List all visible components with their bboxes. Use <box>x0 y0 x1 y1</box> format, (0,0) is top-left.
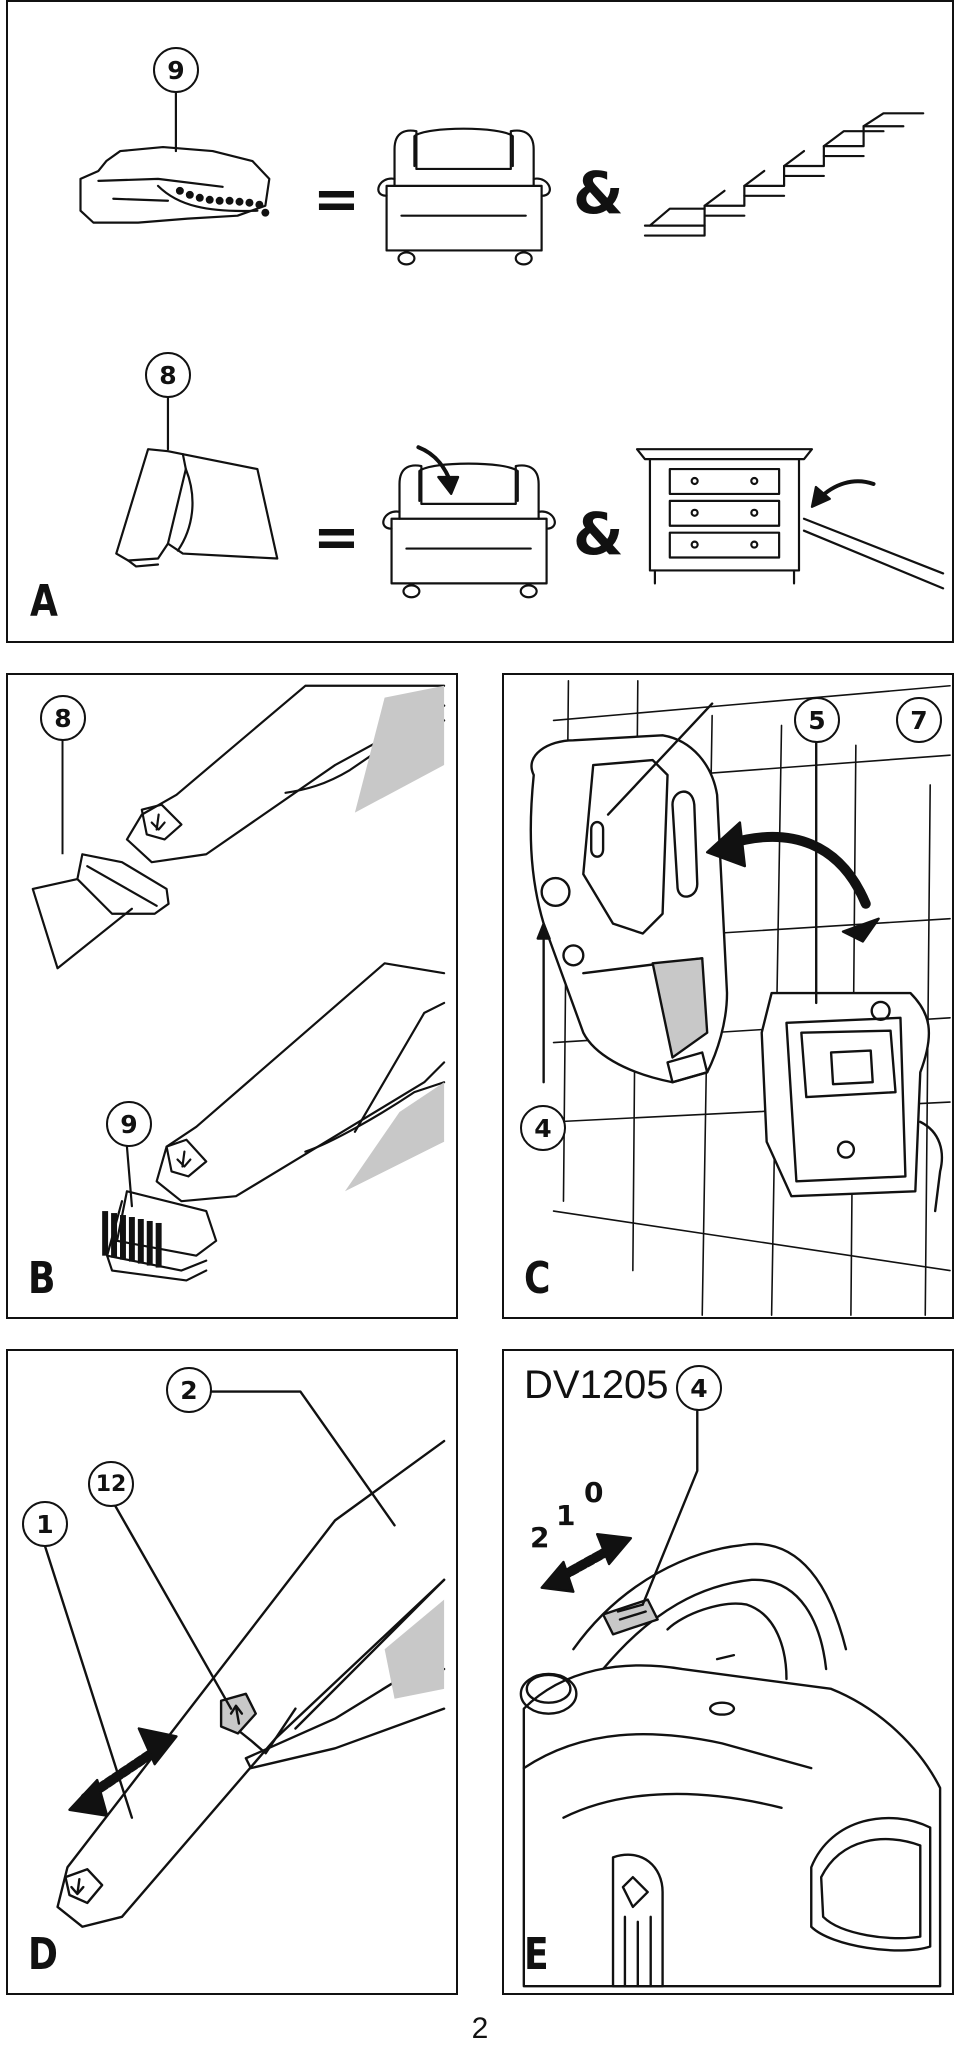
armchair-illustration <box>382 462 556 599</box>
stairs-illustration <box>643 112 925 237</box>
panel-b: 8 9 B <box>6 673 458 1319</box>
panel-label-e: E <box>524 1929 549 1980</box>
panel-label-a: A <box>30 576 58 627</box>
equals-sign: = <box>313 505 360 570</box>
panel-label-c: C <box>524 1253 551 1304</box>
brush-bristles <box>102 1211 162 1268</box>
callout-5: 5 <box>794 697 840 743</box>
speed-label-2: 2 <box>530 1521 550 1554</box>
ampersand: & <box>573 500 624 568</box>
callout-1: 1 <box>22 1501 68 1547</box>
callout-7: 7 <box>896 697 942 743</box>
panel-d: 2 12 1 D <box>6 1349 458 1995</box>
callout-12: 12 <box>88 1461 134 1507</box>
dresser-illustration <box>635 448 945 590</box>
panel-a-drawings <box>79 76 945 599</box>
callout-9: 9 <box>153 47 199 93</box>
callout-4: 4 <box>676 1365 722 1411</box>
callout-4: 4 <box>520 1105 566 1151</box>
panel-e-drawings <box>519 1410 942 1988</box>
callout-9: 9 <box>106 1101 152 1147</box>
brush-bristles <box>175 186 270 217</box>
page-number: 2 <box>471 2012 489 2045</box>
callout-8: 8 <box>145 352 191 398</box>
brush-nozzle-illustration <box>79 145 271 224</box>
panel-b-drawings <box>31 684 446 1282</box>
panel-c: 5 7 4 C <box>502 673 954 1319</box>
crevice-tool-illustration <box>115 448 279 568</box>
panel-label-b: B <box>28 1253 56 1304</box>
model-number: DV1205 <box>524 1363 669 1407</box>
panel-label-d: D <box>28 1929 58 1980</box>
callout-2: 2 <box>166 1367 212 1413</box>
callout-8: 8 <box>40 695 86 741</box>
panel-c-drawings <box>529 680 951 1316</box>
armchair-illustration <box>377 127 551 266</box>
speed-label-0: 0 <box>584 1476 604 1509</box>
equals-sign: = <box>313 167 360 232</box>
ampersand: & <box>573 159 624 227</box>
panel-d-drawings <box>43 1390 446 1928</box>
panel-a: 9 8 = & = & A <box>6 0 954 643</box>
panel-e: DV1205 4 2 1 0 E <box>502 1349 954 1995</box>
speed-label-1: 1 <box>556 1499 576 1532</box>
